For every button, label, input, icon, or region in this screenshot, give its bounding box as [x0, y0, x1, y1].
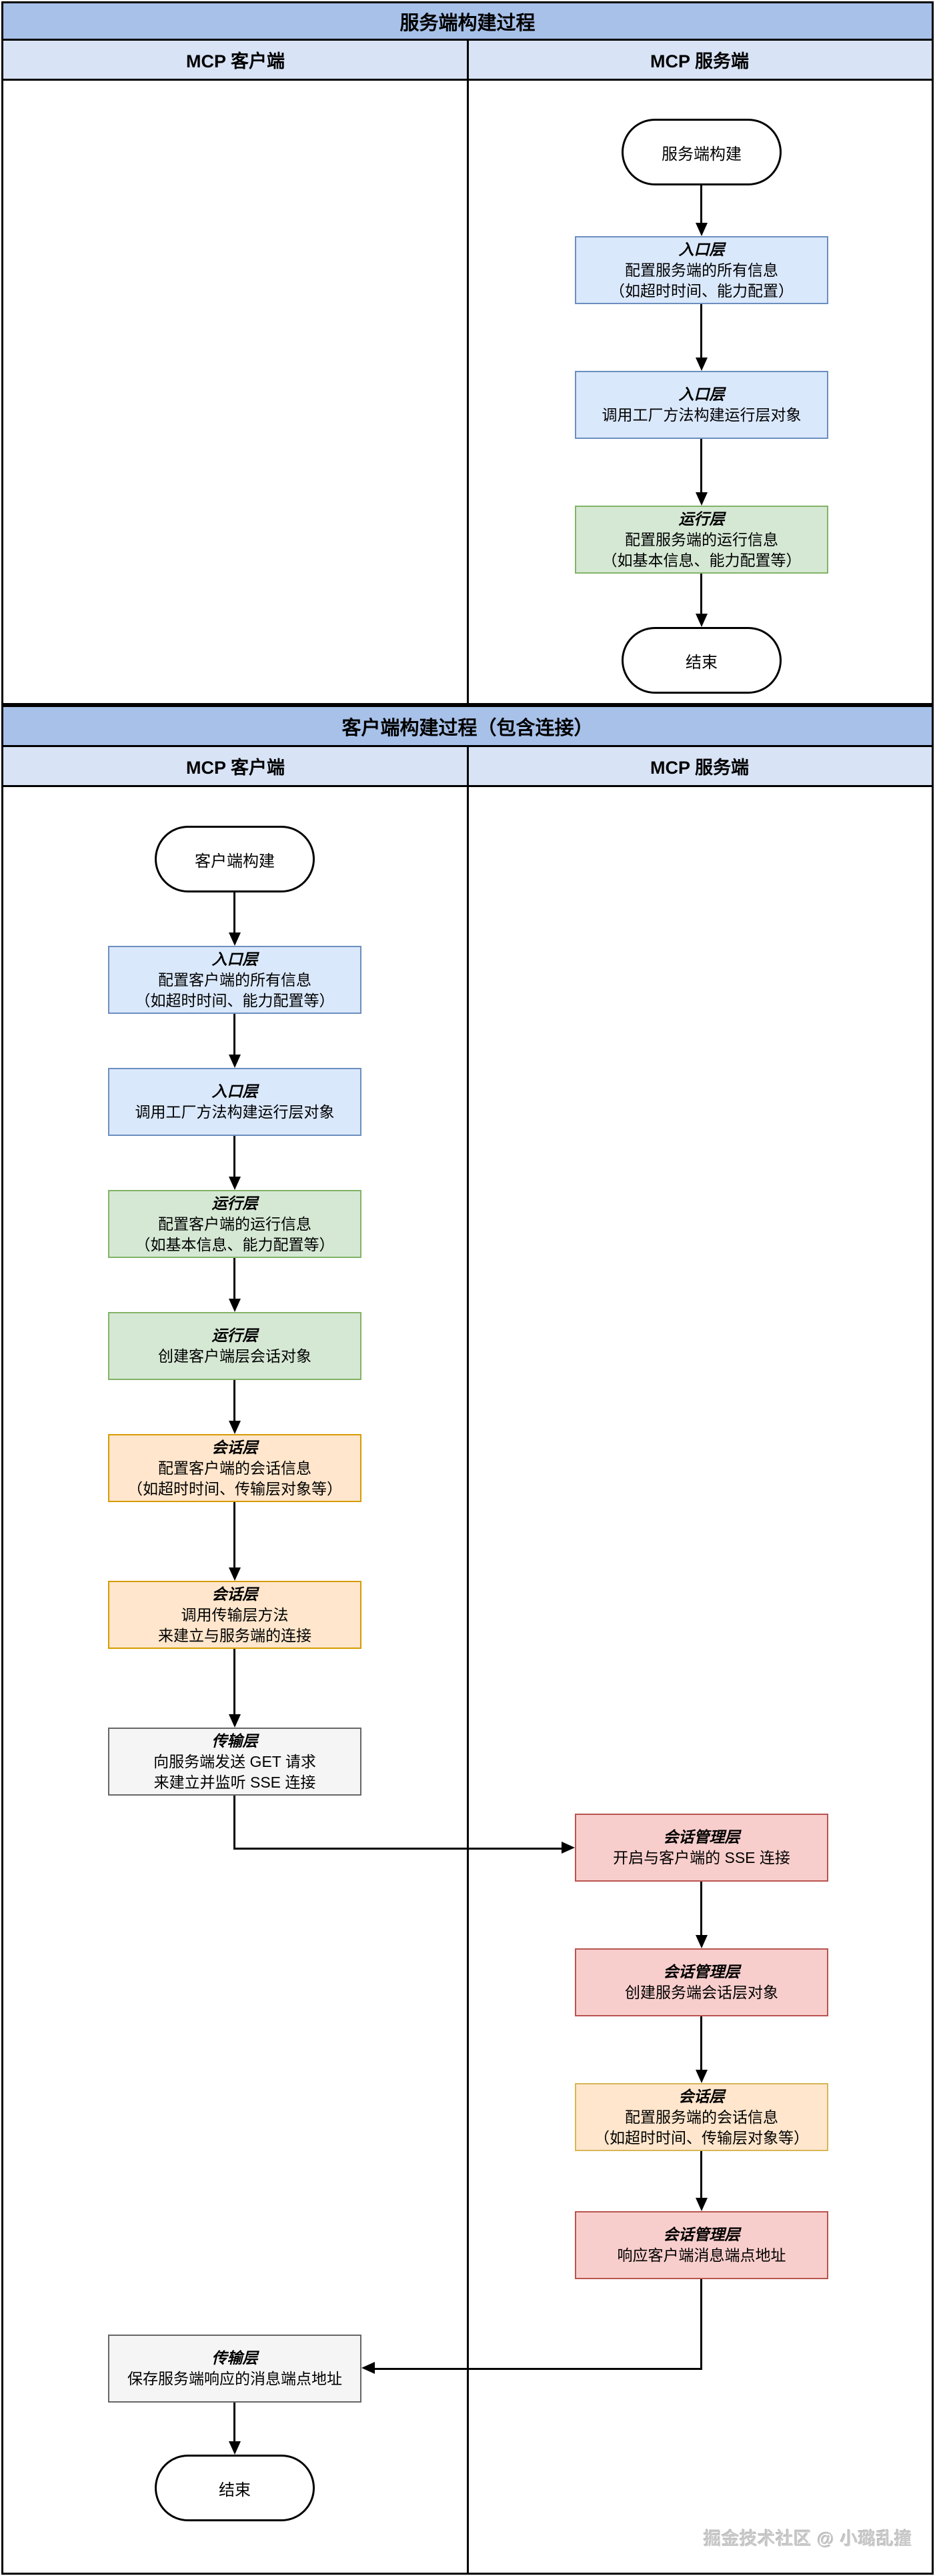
- lane-divider-section1: [467, 41, 469, 703]
- step-client-transport-get: 传输层 向服务端发送 GET 请求 来建立并监听 SSE 连接: [108, 1728, 361, 1796]
- section-client-title: 客户端构建过程（包含连接）: [341, 717, 594, 739]
- connector-elbow-horizontal: [233, 1848, 563, 1850]
- end-ellipse-label: 结束: [219, 2481, 251, 2499]
- step-server-entry-factory: 入口层 调用工厂方法构建运行层对象: [575, 371, 828, 439]
- end-ellipse-server: 结束: [622, 627, 782, 694]
- section-server-title-band: 服务端构建过程: [3, 3, 932, 41]
- arrow-line: [700, 2016, 702, 2070]
- arrow-head-down: [229, 1177, 241, 1190]
- arrow-head-down: [229, 1421, 241, 1434]
- step-client-session-config: 会话层 配置客户端的会话信息 （如超时时间、传输层对象等）: [108, 1434, 361, 1502]
- end-ellipse-label: 结束: [686, 653, 718, 672]
- start-ellipse-label: 服务端构建: [662, 145, 742, 163]
- step-server-runtime-config: 运行层 配置服务端的运行信息 （如基本信息、能力配置等）: [575, 506, 828, 574]
- arrow-head-right: [562, 1842, 575, 1854]
- end-ellipse-client: 结束: [155, 2455, 315, 2521]
- arrow-head-down: [696, 223, 708, 236]
- arrow-line: [700, 574, 702, 615]
- step-client-entry-factory: 入口层 调用工厂方法构建运行层对象: [108, 1068, 361, 1136]
- connector-elbow-vertical: [700, 2279, 702, 2370]
- arrow-line: [700, 304, 702, 359]
- lane-header-server: MCP 服务端: [650, 51, 749, 71]
- arrow-head-left: [361, 2362, 375, 2374]
- arrow-head-down: [696, 492, 708, 506]
- start-ellipse-client-build: 客户端构建: [155, 826, 315, 892]
- arrow-line: [233, 1649, 235, 1716]
- step-server-entry-config: 入口层 配置服务端的所有信息 （如超时时间、能力配置）: [575, 236, 828, 304]
- section-client-frame: [1, 705, 934, 2575]
- arrow-head-down: [229, 1055, 241, 1068]
- arrow-line: [700, 2151, 702, 2198]
- arrow-line: [233, 1258, 235, 1300]
- arrow-line: [233, 1502, 235, 1569]
- start-ellipse-server-build: 服务端构建: [622, 119, 782, 185]
- lane-header-client: MCP 客户端: [185, 51, 285, 71]
- arrow-head-down: [696, 614, 708, 627]
- arrow-line: [233, 2403, 235, 2441]
- step-server-open-sse: 会话管理层 开启与客户端的 SSE 连接: [575, 1814, 828, 1882]
- arrow-head-down: [696, 1935, 708, 1948]
- arrow-head-down: [696, 2198, 708, 2211]
- arrow-line: [233, 1136, 235, 1178]
- arrow-head-down: [229, 932, 241, 946]
- arrow-head-down: [229, 1714, 241, 1728]
- section-server-frame: [1, 1, 934, 705]
- connector-elbow-vertical: [233, 1796, 235, 1850]
- step-server-create-session: 会话管理层 创建服务端会话层对象: [575, 1948, 828, 2016]
- step-client-entry-config: 入口层 配置客户端的所有信息 （如超时时间、能力配置等）: [108, 946, 361, 1014]
- lane-header-client-2: MCP 客户端: [185, 758, 285, 778]
- start-ellipse-label: 客户端构建: [195, 852, 275, 870]
- section-server-title: 服务端构建过程: [399, 12, 536, 34]
- lane-header-server-2: MCP 服务端: [650, 758, 749, 778]
- arrow-line: [700, 439, 702, 494]
- step-server-respond-endpoint: 会话管理层 响应客户端消息端点地址: [575, 2211, 828, 2279]
- arrow-head-down: [229, 1299, 241, 1312]
- step-server-session-config: 会话层 配置服务端的会话信息 （如超时时间、传输层对象等）: [575, 2083, 828, 2151]
- arrow-line: [233, 1014, 235, 1056]
- arrow-line: [700, 1882, 702, 1935]
- arrow-line: [233, 892, 235, 934]
- arrow-head-down: [696, 358, 708, 371]
- arrow-line: [233, 1380, 235, 1422]
- step-client-create-session: 运行层 创建客户端层会话对象: [108, 1312, 361, 1380]
- arrow-head-down: [696, 2070, 708, 2083]
- step-client-save-endpoint: 传输层 保存服务端响应的消息端点地址: [108, 2335, 361, 2403]
- section-client-title-band: 客户端构建过程（包含连接）: [3, 707, 932, 747]
- step-client-runtime-config: 运行层 配置客户端的运行信息 （如基本信息、能力配置等）: [108, 1190, 361, 1258]
- arrow-head-down: [229, 2441, 241, 2455]
- lane-divider-section2: [467, 747, 469, 2573]
- arrow-head-down: [229, 1567, 241, 1581]
- watermark: 掘金技术社区 @ 小璐乱撞: [704, 2529, 912, 2549]
- step-client-session-connect: 会话层 调用传输层方法 来建立与服务端的连接: [108, 1581, 361, 1649]
- arrow-line: [700, 185, 702, 224]
- connector-elbow-horizontal: [373, 2368, 702, 2370]
